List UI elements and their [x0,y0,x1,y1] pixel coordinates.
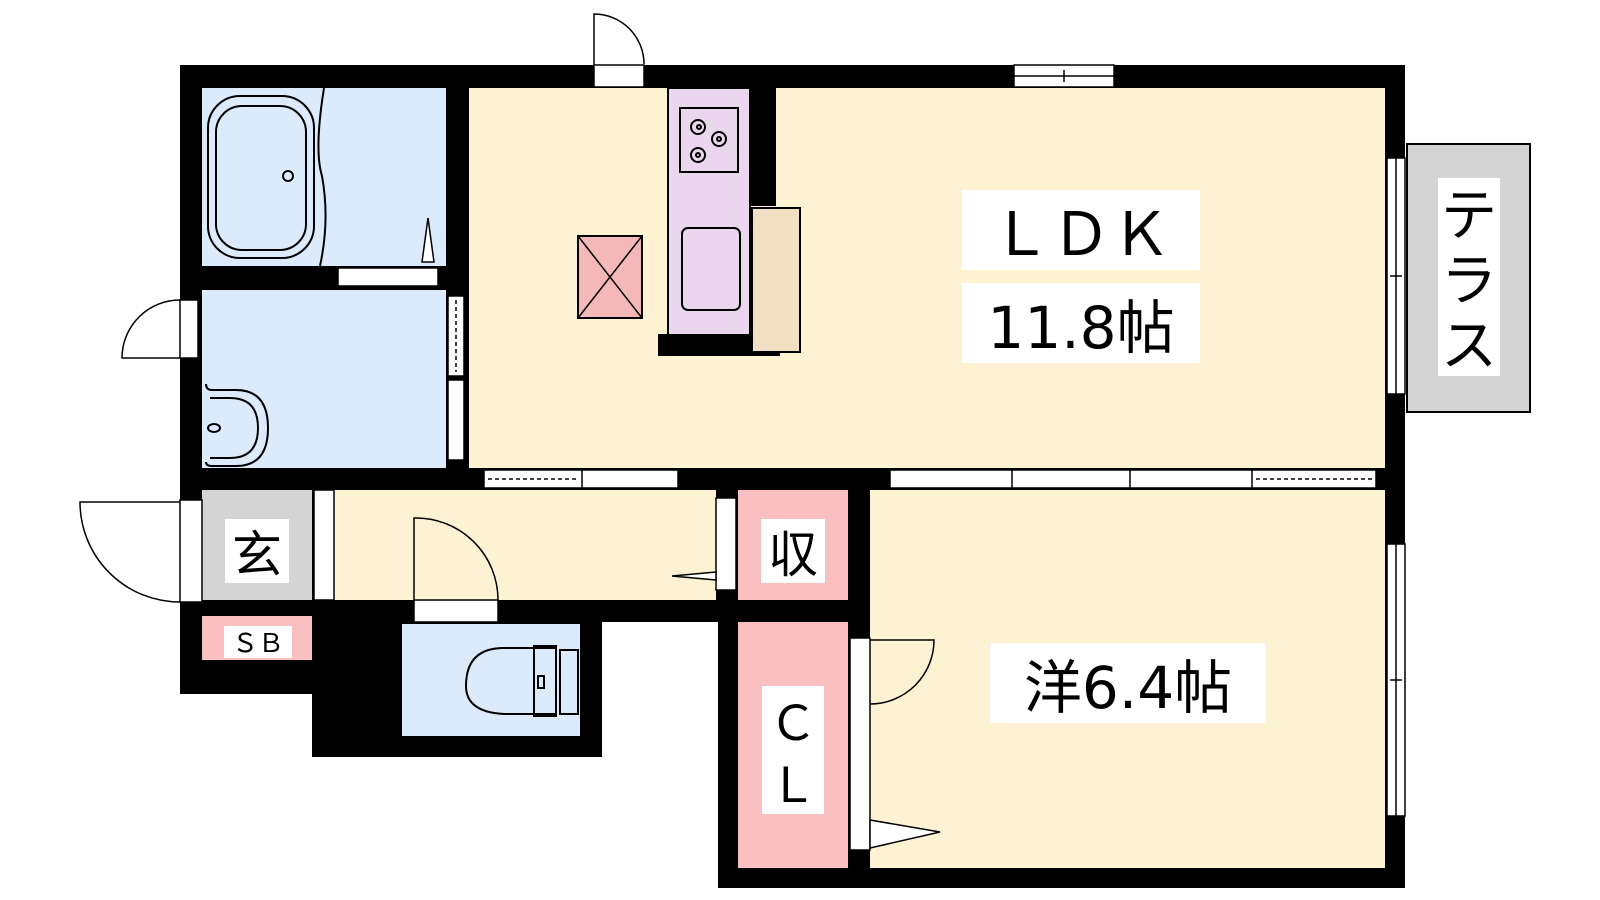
doors[interactable] [79,13,941,851]
storage-label: 収 [761,519,825,584]
closet-char-1: Ｃ [769,696,817,752]
stove-icon [690,119,727,163]
windows [1013,64,1406,817]
closet-char-2: Ｌ [769,758,817,814]
terrace-char-1: テ [1441,184,1497,249]
shoe-box-label: ＳＢ [224,626,292,659]
sliding-doors[interactable] [483,469,1377,489]
bathtub-icon [207,95,315,259]
bath-partition [317,87,327,267]
genkan-name: 玄 [232,526,282,584]
terrace-char-3: ス [1441,314,1497,379]
western-room-label: 洋6.4帖 [990,643,1266,723]
terrace-char-2: ラ [1441,249,1497,314]
closet-label: Ｃ Ｌ [762,686,824,814]
terrace-label: テ ラ ス [1438,178,1500,379]
hallway-floor [334,490,716,600]
toilet-icon [464,645,579,717]
fridge-space [751,207,801,353]
kitchen-partition-wall [750,88,776,206]
ldk-name: ＬＤＫ [991,200,1171,270]
ventilation-icon [577,235,643,319]
western-room-name: 洋6.4帖 [1024,654,1232,722]
sink-icon [681,227,741,311]
shoe-box-name: ＳＢ [232,629,284,659]
storage-name: 収 [768,526,818,584]
washroom-floor [202,290,446,468]
ldk-label: ＬＤＫ 11.8帖 [962,190,1200,363]
kitchen-base-wall [658,334,780,356]
washbasin-icon [205,383,270,467]
genkan-label: 玄 [225,519,289,584]
kitchen-counter [667,87,751,337]
ldk-size: 11.8帖 [987,294,1174,362]
toilet-floor [402,624,580,736]
